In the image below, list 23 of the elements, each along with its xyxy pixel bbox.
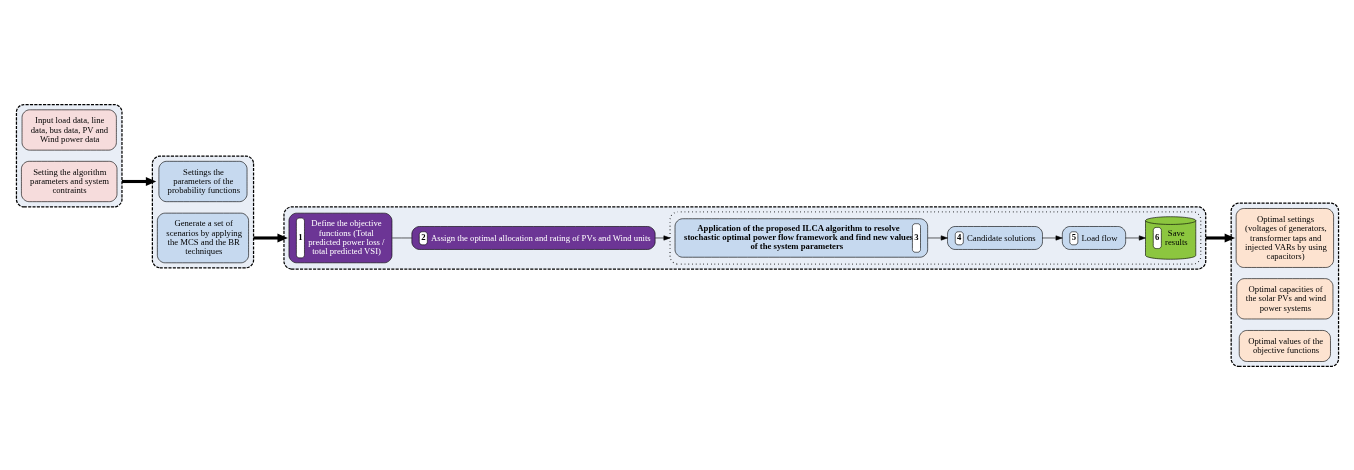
arrow: [654, 235, 670, 240]
node-box: 4 Candidate solutions: [946, 225, 1043, 250]
arrow: [1205, 232, 1235, 243]
cluster: [282, 205, 1206, 270]
node-box: Setting the algorithm parameters and system contraints: [20, 160, 117, 202]
node-box: Optimal capacities of the solar PVs and wind power systems: [1235, 277, 1333, 319]
node-box: 5 Load flow: [1061, 225, 1126, 250]
cluster: [151, 154, 254, 268]
node-box: 2 Assign the optimal allocation and rating of PVs and Wind units: [411, 225, 655, 250]
arrow: [1041, 235, 1062, 240]
node-box: Optimal values of the objective functions: [1238, 329, 1331, 362]
cluster: [668, 210, 1201, 265]
node-box: Application of the proposed ILCA algorithm to resolve stochastic optimal power flow framework and find new values of the system parameters 3: [674, 217, 928, 258]
cluster: [15, 103, 123, 208]
arrow: [1124, 235, 1146, 240]
arrow: [253, 232, 288, 242]
cluster: [1230, 202, 1339, 367]
node-box: Generate a set of scenarios by applying the MCS and the BR techniques: [156, 212, 249, 263]
node-box: Optimal settings (voltages of generators, transformer taps and injected VARs by using capacitors): [1235, 207, 1334, 268]
arrow: [927, 235, 948, 240]
node-box: Input load data, line data, bus data, PV and Wind power data: [21, 109, 117, 150]
arrow: [121, 176, 156, 186]
node-box: Settings the parameters of the probability functions: [158, 160, 247, 202]
